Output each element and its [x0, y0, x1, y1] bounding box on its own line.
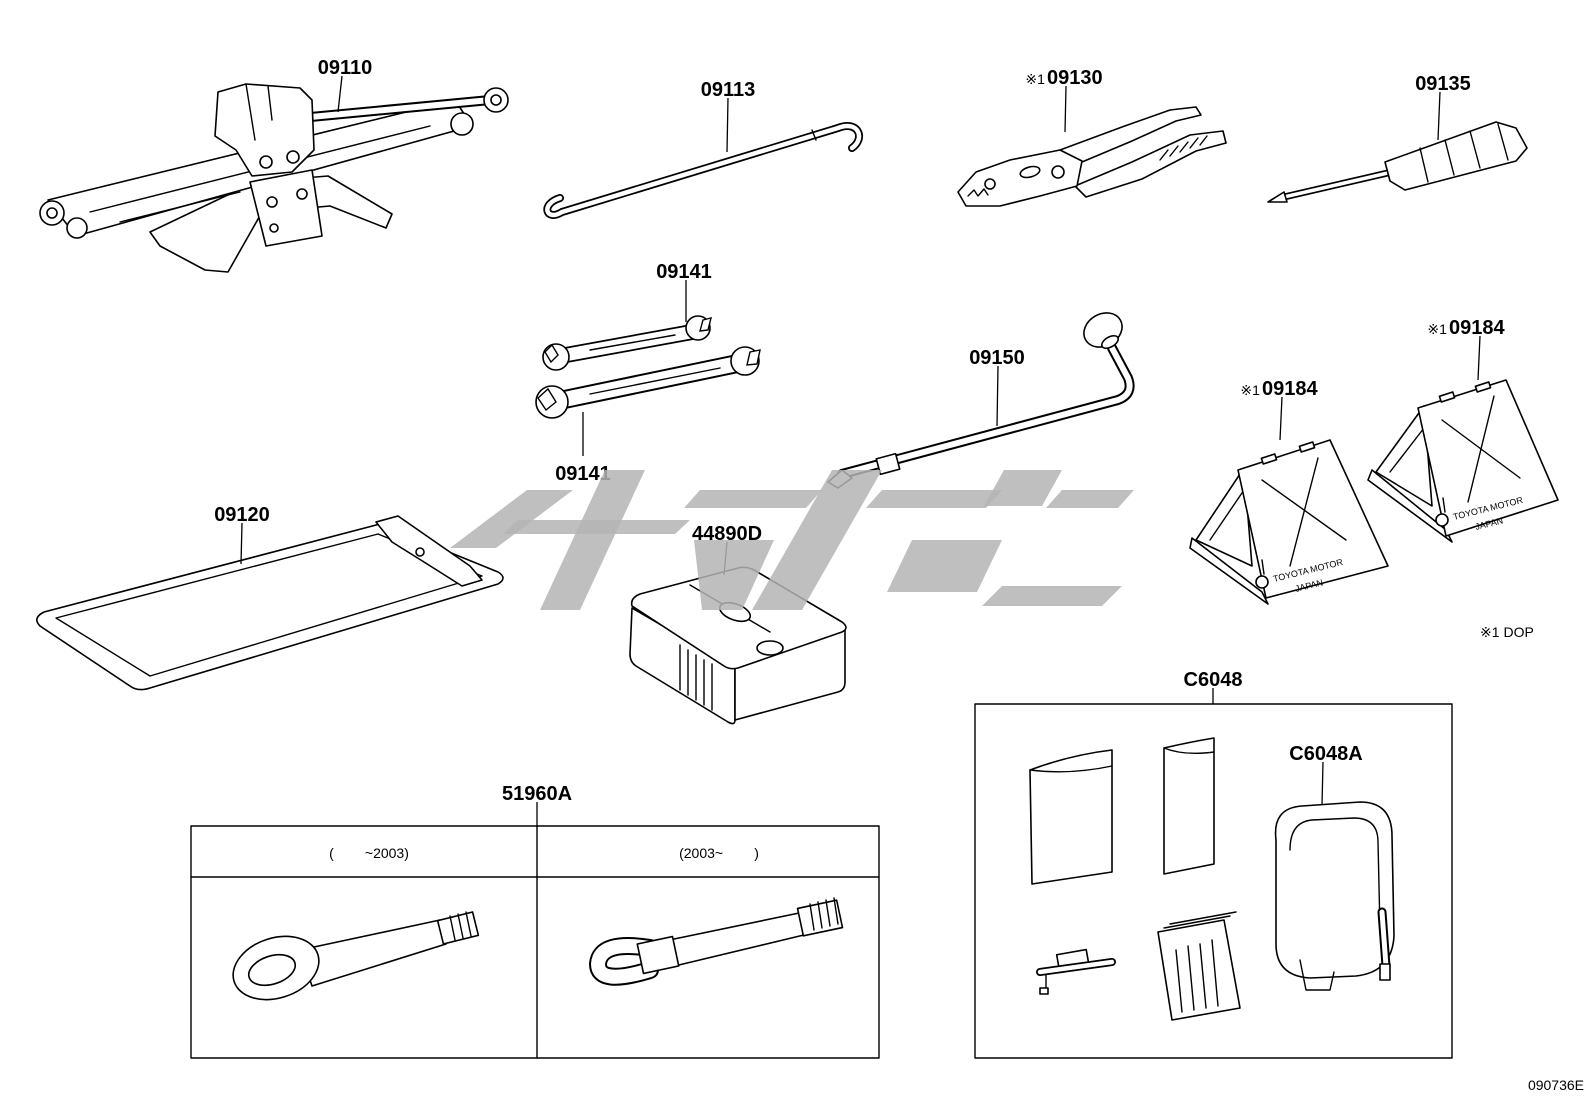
- dop-marker: ※1: [1480, 624, 1500, 640]
- leader-line: [337, 75, 343, 113]
- towing-eye-table: [190, 825, 880, 1059]
- callout-C6048[interactable]: C6048: [1184, 669, 1243, 691]
- callout-09110[interactable]: 09110: [318, 57, 373, 79]
- callout-number[interactable]: 09141: [555, 463, 611, 485]
- leader-line: [1279, 396, 1283, 441]
- callout-number[interactable]: 09135: [1415, 73, 1471, 95]
- valve-fitting-drawing: [1036, 948, 1116, 995]
- compressor-bag-drawing: [1274, 801, 1395, 991]
- callout-number[interactable]: 44890D: [692, 523, 762, 545]
- sealant-pouch-drawing: [1029, 749, 1113, 885]
- table-header-left: ( ~2003): [329, 845, 409, 861]
- leader-line: [1477, 335, 1481, 381]
- wheel-chock-right-drawing: TOYOTA MOTOR JAPAN: [1367, 379, 1559, 543]
- callout-C6048A[interactable]: C6048A: [1289, 743, 1362, 765]
- callout-09120[interactable]: 09120: [214, 504, 270, 526]
- jack-handle-rod-drawing: [543, 122, 863, 219]
- dop-marker: ※1: [1240, 382, 1260, 398]
- leader-line: [726, 97, 729, 153]
- dop-marker: ※1: [1427, 321, 1447, 337]
- tool-bag-drawing: [36, 515, 504, 691]
- callout-09135[interactable]: 09135: [1415, 73, 1471, 95]
- callout-number[interactable]: 09130: [1047, 67, 1103, 89]
- logo-watermark: [450, 470, 1134, 610]
- callout-number[interactable]: 09150: [969, 347, 1025, 369]
- table-header-right: (2003~ ): [679, 845, 759, 861]
- callout-09150[interactable]: 09150: [969, 347, 1025, 369]
- towing-eye-early-drawing: [232, 911, 480, 1001]
- scissor-jack-drawing: [39, 83, 509, 273]
- screwdriver-drawing: [1267, 121, 1528, 203]
- callout-09141-lower[interactable]: 09141: [555, 463, 611, 485]
- instruction-sheet-drawing: [1163, 737, 1215, 875]
- callout-51960A[interactable]: 51960A: [502, 783, 572, 805]
- drawing-code: 090736E: [1528, 1077, 1584, 1093]
- lug-wrench-drawing: [827, 312, 1135, 489]
- callout-number[interactable]: 09113: [701, 79, 756, 101]
- callout-number[interactable]: 09141: [656, 261, 712, 283]
- callout-number[interactable]: 09110: [318, 57, 373, 79]
- dop-marker: ※1: [1025, 71, 1045, 87]
- callout-44890D[interactable]: 44890D: [692, 523, 762, 545]
- callout-number[interactable]: C6048: [1184, 669, 1243, 691]
- footnote-text: DOP: [1504, 624, 1534, 640]
- wheel-chock-left-drawing: TOYOTA MOTOR JAPAN: [1189, 439, 1389, 605]
- callout-number[interactable]: C6048A: [1289, 743, 1362, 765]
- open-end-wrench-upper-drawing: [542, 315, 712, 371]
- callout-number[interactable]: 09184: [1449, 317, 1505, 339]
- leader-line: [1437, 91, 1441, 141]
- leader-line: [1321, 761, 1324, 806]
- label-sheets-drawing: [1157, 911, 1241, 1021]
- callout-09113[interactable]: 09113: [701, 79, 756, 101]
- leader-line: [240, 522, 243, 565]
- callout-09141-upper[interactable]: 09141: [656, 261, 712, 283]
- callout-number[interactable]: 51960A: [502, 783, 572, 805]
- pliers-drawing: [957, 106, 1227, 207]
- callout-number[interactable]: 09120: [214, 504, 270, 526]
- leader-line: [996, 365, 999, 427]
- towing-eye-late-drawing: [589, 897, 844, 986]
- callout-number[interactable]: 09184: [1262, 378, 1318, 400]
- open-end-wrench-lower-drawing: [535, 346, 761, 419]
- leader-line: [1064, 85, 1067, 133]
